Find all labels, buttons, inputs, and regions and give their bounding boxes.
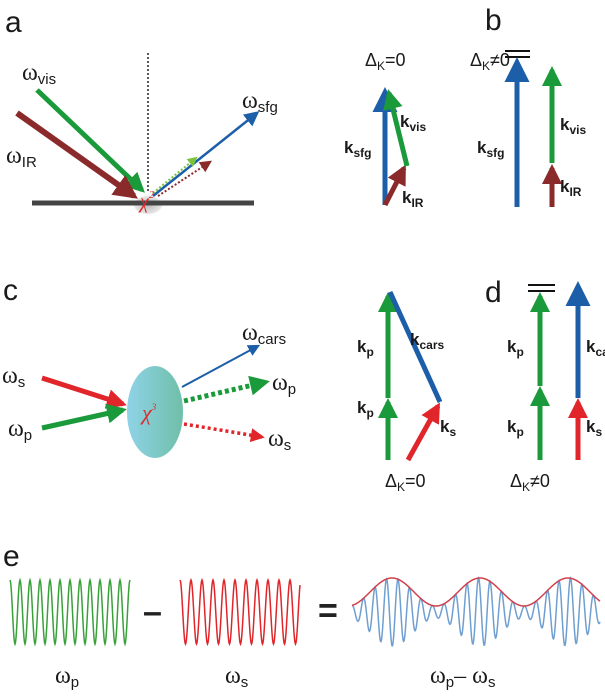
panel-c: c χ3 ωs ωp ωcars ωp ωs xyxy=(2,274,296,458)
cars-output-arrow xyxy=(181,344,261,388)
k-sfg-label: ksfg xyxy=(477,138,504,160)
beat-envelope xyxy=(351,577,601,607)
stokes-wave xyxy=(179,577,301,647)
delta-k-nonzero-label: ΔK≠0 xyxy=(510,471,550,494)
delta-k-zero-label: ΔK=0 xyxy=(385,471,426,494)
equals-sign: = xyxy=(318,592,338,630)
panel-label-e: e xyxy=(3,540,20,573)
pump-output-arrow xyxy=(183,375,270,404)
k-cars-label: kcars xyxy=(586,337,605,359)
panel-label-a: a xyxy=(5,6,22,39)
panel-e: e – = ωp ωs ωp– ωs xyxy=(3,540,601,691)
k-vis-arrow xyxy=(383,89,410,167)
omega-s-label: ωs xyxy=(225,663,248,691)
nonlinear-medium-ellipse xyxy=(127,366,183,458)
panel-a: a χ2 ωvis ωIR ωsfg xyxy=(5,6,278,214)
omega-difference-label: ωp– ωs xyxy=(430,663,495,691)
panel-label-d: d xyxy=(485,276,502,309)
minus-sign: – xyxy=(143,593,162,631)
k-ir-label: kIR xyxy=(560,177,582,199)
visible-beam-arrow xyxy=(35,88,145,193)
k-p-label: kp xyxy=(357,398,374,420)
panel-label-b: b xyxy=(485,4,502,37)
chi3-label: χ3 xyxy=(140,400,157,425)
delta-k-zero-label: ΔK=0 xyxy=(365,50,406,73)
stokes-output-arrow xyxy=(183,422,265,443)
panel-d: d kp kp kcars ks ΔK=0 kp kp kcars ks ΔK≠… xyxy=(357,276,605,494)
panel-b: b ΔK=0 ΔK≠0 ksfg kvis kIR ksfg kvis kIR xyxy=(344,4,586,210)
k-s-label: ks xyxy=(440,417,456,439)
omega-ir-label: ωIR xyxy=(6,143,37,171)
chi2-label: χ2 xyxy=(138,190,154,213)
k-sfg-label: ksfg xyxy=(344,138,371,160)
reflected-visible-arrow xyxy=(152,156,198,194)
omega-vis-label: ωvis xyxy=(22,60,56,88)
k-cars-label: kcars xyxy=(410,330,444,352)
omega-cars-label: ωcars xyxy=(242,320,286,348)
omega-p-label: ωp xyxy=(8,416,32,444)
stokes-input-arrow xyxy=(41,375,127,409)
delta-k-nonzero-label: ΔK≠0 xyxy=(470,50,510,73)
omega-s-out-label: ωs xyxy=(268,426,291,454)
omega-p-label: ωp xyxy=(55,663,79,691)
panel-label-c: c xyxy=(3,274,18,307)
omega-sfg-label: ωsfg xyxy=(242,88,278,116)
k-vis-label: kvis xyxy=(560,115,586,137)
k-cars-line xyxy=(387,290,443,404)
beat-wave xyxy=(351,576,601,647)
ir-beam-arrow xyxy=(15,110,138,199)
k-s-arrow xyxy=(405,402,441,462)
pump-input-arrow xyxy=(41,403,127,431)
k-s-label: ks xyxy=(586,417,602,439)
omega-p-out-label: ωp xyxy=(272,370,296,398)
k-p-label: kp xyxy=(507,337,524,359)
k-vis-label: kvis xyxy=(400,112,426,134)
sfg-beam-arrow xyxy=(152,111,260,197)
k-ir-arrow xyxy=(382,164,407,207)
pump-wave xyxy=(9,577,131,647)
k-p-label: kp xyxy=(357,337,374,359)
k-p-label: kp xyxy=(507,417,524,439)
omega-s-label: ωs xyxy=(2,363,25,391)
k-ir-label: kIR xyxy=(402,188,424,210)
